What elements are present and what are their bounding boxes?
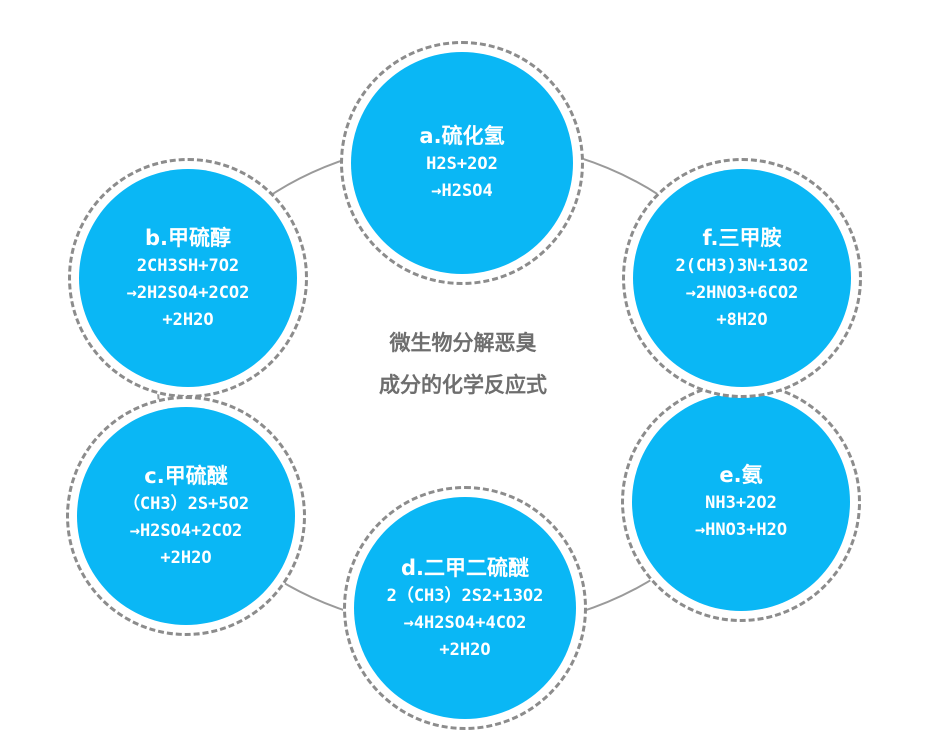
node-b-title: b.甲硫醇 xyxy=(144,225,231,250)
node-methyl-mercaptan: b.甲硫醇 2CH3SH+7O2 →2H2SO4+2CO2 +2H2O xyxy=(68,158,308,398)
node-dimethyl-disulfide: d.二甲二硫醚 2（CH3）2S2+13O2 →4H2SO4+4CO2 +2H2… xyxy=(343,486,587,730)
node-f-line1: 2(CH3)3N+13O2 xyxy=(675,255,809,276)
node-d-line3: +2H2O xyxy=(439,639,491,660)
node-dimethyl-sulfide: c.甲硫醚 （CH3）2S+5O2 →H2SO4+2CO2 +2H2O xyxy=(66,396,306,636)
node-trimethylamine: f.三甲胺 2(CH3)3N+13O2 →2HNO3+6CO2 +8H2O xyxy=(622,158,862,398)
node-b-line1: 2CH3SH+7O2 xyxy=(136,255,240,276)
node-d-circle: d.二甲二硫醚 2（CH3）2S2+13O2 →4H2SO4+4CO2 +2H2… xyxy=(354,497,576,719)
node-a-title: a.硫化氢 xyxy=(419,124,505,148)
node-e-circle: e.氨 NH3+2O2 →HNO3+H2O xyxy=(632,393,850,611)
center-title-line1: 微生物分解恶臭 xyxy=(389,331,537,355)
node-d-line1: 2（CH3）2S2+13O2 xyxy=(386,585,544,606)
node-f-line2: →2HNO3+6CO2 xyxy=(685,282,799,303)
node-b-line3: +2H2O xyxy=(162,309,214,330)
node-hydrogen-sulfide: a.硫化氢 H2S+2O2 →H2SO4 xyxy=(340,41,584,285)
node-c-line1: （CH3）2S+5O2 xyxy=(122,493,250,514)
center-title-line2: 成分的化学反应式 xyxy=(379,373,547,397)
node-e-title: e.氨 xyxy=(719,463,763,487)
node-f-title: f.三甲胺 xyxy=(702,225,782,250)
node-c-title: c.甲硫醚 xyxy=(144,463,228,488)
node-b-line2: →2H2SO4+2CO2 xyxy=(126,282,250,303)
node-e-line2: →HNO3+H2O xyxy=(694,520,788,540)
node-c-line3: +2H2O xyxy=(160,547,212,568)
node-f-circle: f.三甲胺 2(CH3)3N+13O2 →2HNO3+6CO2 +8H2O xyxy=(633,169,851,387)
node-e-line1: NH3+2O2 xyxy=(705,493,777,513)
center-title: 微生物分解恶臭 成分的化学反应式 xyxy=(343,322,583,406)
node-b-circle: b.甲硫醇 2CH3SH+7O2 →2H2SO4+2CO2 +2H2O xyxy=(79,169,297,387)
node-c-circle: c.甲硫醚 （CH3）2S+5O2 →H2SO4+2CO2 +2H2O xyxy=(77,407,295,625)
node-d-line2: →4H2SO4+4CO2 xyxy=(403,612,527,633)
node-a-line1: H2S+2O2 xyxy=(426,154,498,174)
node-a-circle: a.硫化氢 H2S+2O2 →H2SO4 xyxy=(351,52,573,274)
node-f-line3: +8H2O xyxy=(716,309,768,330)
node-d-title: d.二甲二硫醚 xyxy=(400,555,529,580)
node-ammonia: e.氨 NH3+2O2 →HNO3+H2O xyxy=(621,382,861,622)
node-a-line2: →H2SO4 xyxy=(431,181,493,201)
node-c-line2: →H2SO4+2CO2 xyxy=(129,520,243,541)
